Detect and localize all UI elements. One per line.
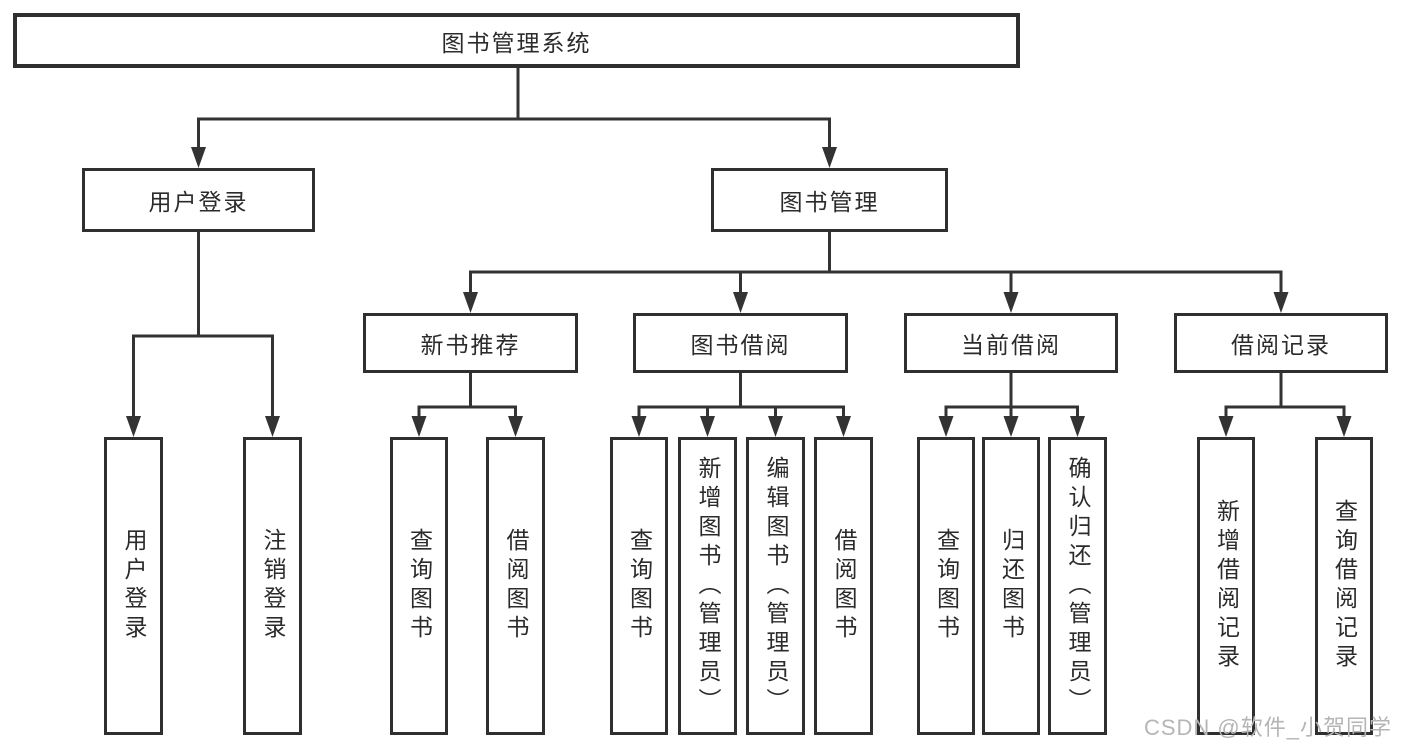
leaf-label: 查询图书 xyxy=(933,528,960,644)
leaf-label: 新增借阅记录 xyxy=(1213,499,1240,673)
leaf-label: 用户登录 xyxy=(121,528,147,644)
node-label: 图书管理 xyxy=(779,189,880,215)
node-user-login: 用户登录 xyxy=(82,168,315,232)
node-label: 当前借阅 xyxy=(961,332,1061,358)
leaf-label: 新增图书（管理员） xyxy=(695,455,721,717)
leaf-label: 归还图书 xyxy=(998,528,1025,644)
leaf-borrow-books-borrow: 借阅图书 xyxy=(814,437,873,735)
node-label: 图书借阅 xyxy=(690,332,791,358)
leaf-user-login: 用户登录 xyxy=(104,437,163,735)
node-current-borrow: 当前借阅 xyxy=(904,313,1118,373)
watermark: CSDN @软件_小贺同学 xyxy=(1143,715,1392,740)
leaf-borrow-books-recommend: 借阅图书 xyxy=(486,437,545,735)
leaf-label: 确认归还（管理员） xyxy=(1065,455,1091,717)
leaf-return-books: 归还图书 xyxy=(982,437,1040,735)
leaf-label: 借阅图书 xyxy=(831,528,857,644)
leaf-edit-book-admin: 编辑图书（管理员） xyxy=(746,437,805,735)
leaf-label: 查询借阅记录 xyxy=(1331,499,1358,673)
leaf-label: 注销登录 xyxy=(260,528,286,644)
leaf-query-books-recommend: 查询图书 xyxy=(390,437,448,735)
node-label: 新书推荐 xyxy=(420,332,521,358)
leaf-confirm-return-admin: 确认归还（管理员） xyxy=(1048,437,1107,735)
connector-current-borrow-branch xyxy=(938,371,1085,437)
connector-book-borrow-branch xyxy=(631,371,851,437)
leaf-query-books-borrow: 查询图书 xyxy=(610,437,668,735)
node-borrow-records: 借阅记录 xyxy=(1174,313,1388,373)
connector-book-management-branch xyxy=(463,230,1289,313)
connector-user-login-branch xyxy=(126,230,280,437)
leaf-logout: 注销登录 xyxy=(243,437,302,735)
leaf-label: 借阅图书 xyxy=(503,528,529,644)
leaf-label: 查询图书 xyxy=(626,528,653,644)
node-label: 借阅记录 xyxy=(1231,332,1331,358)
node-book-borrow: 图书借阅 xyxy=(633,313,848,373)
node-label: 用户登录 xyxy=(148,189,249,215)
connector-borrow-records-branch xyxy=(1218,371,1352,437)
leaf-query-books-current: 查询图书 xyxy=(917,437,975,735)
leaf-label: 查询图书 xyxy=(406,528,433,644)
leaf-add-borrow-record: 新增借阅记录 xyxy=(1197,437,1255,735)
leaf-query-borrow-record: 查询借阅记录 xyxy=(1315,437,1373,735)
leaf-label: 编辑图书（管理员） xyxy=(763,455,789,717)
node-new-book-recommend: 新书推荐 xyxy=(363,313,578,373)
node-root-label: 图书管理系统 xyxy=(441,29,592,56)
connector-root-to-level1 xyxy=(191,66,837,168)
leaf-add-book-admin: 新增图书（管理员） xyxy=(678,437,737,735)
node-root: 图书管理系统 xyxy=(13,13,1020,68)
connector-new-book-recommend-branch xyxy=(411,371,523,437)
node-book-management: 图书管理 xyxy=(711,168,948,232)
